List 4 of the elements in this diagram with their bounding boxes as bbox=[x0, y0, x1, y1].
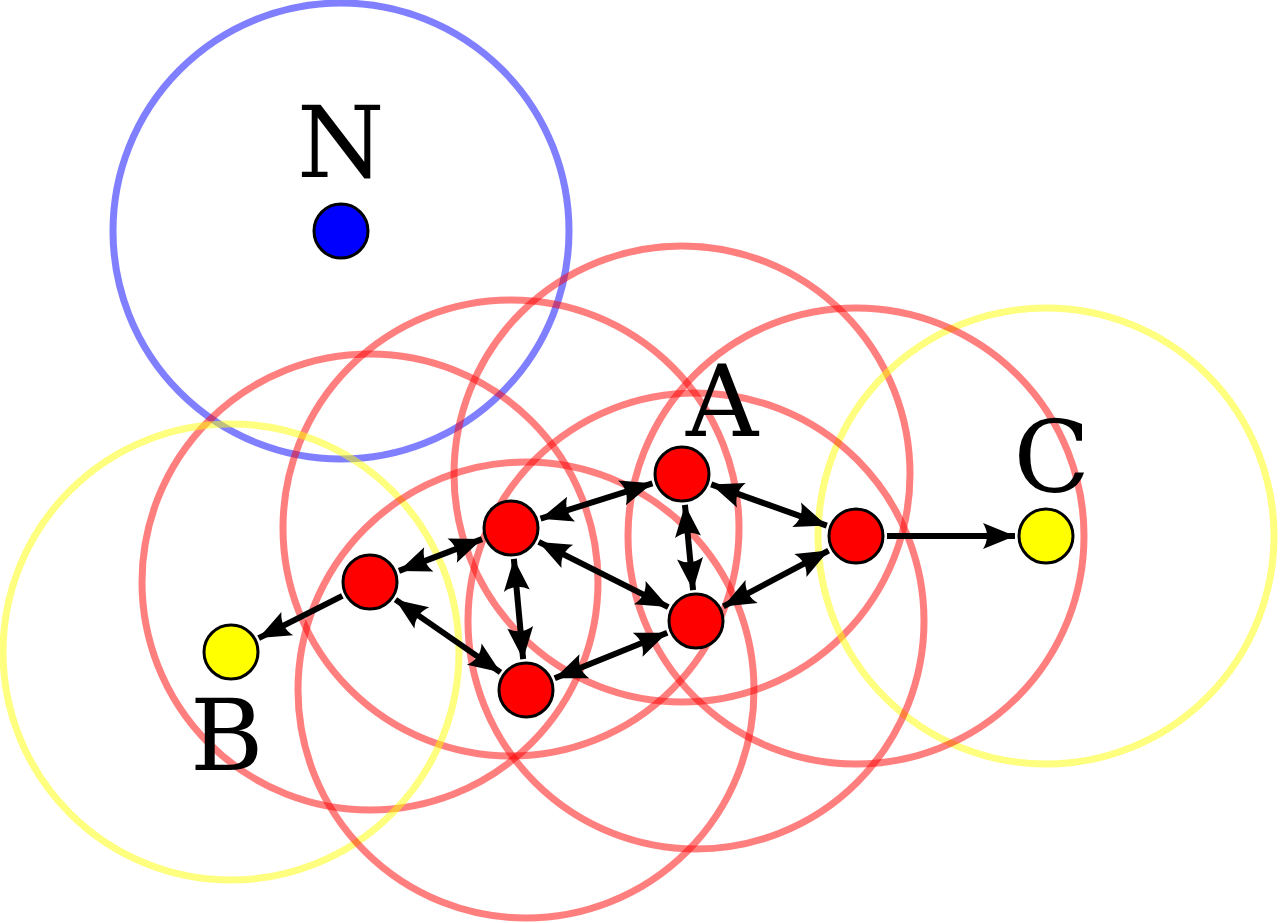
point-label: A bbox=[686, 352, 759, 452]
point-label: B bbox=[190, 686, 264, 786]
point-label: N bbox=[297, 93, 385, 193]
point-label: C bbox=[1013, 408, 1090, 508]
